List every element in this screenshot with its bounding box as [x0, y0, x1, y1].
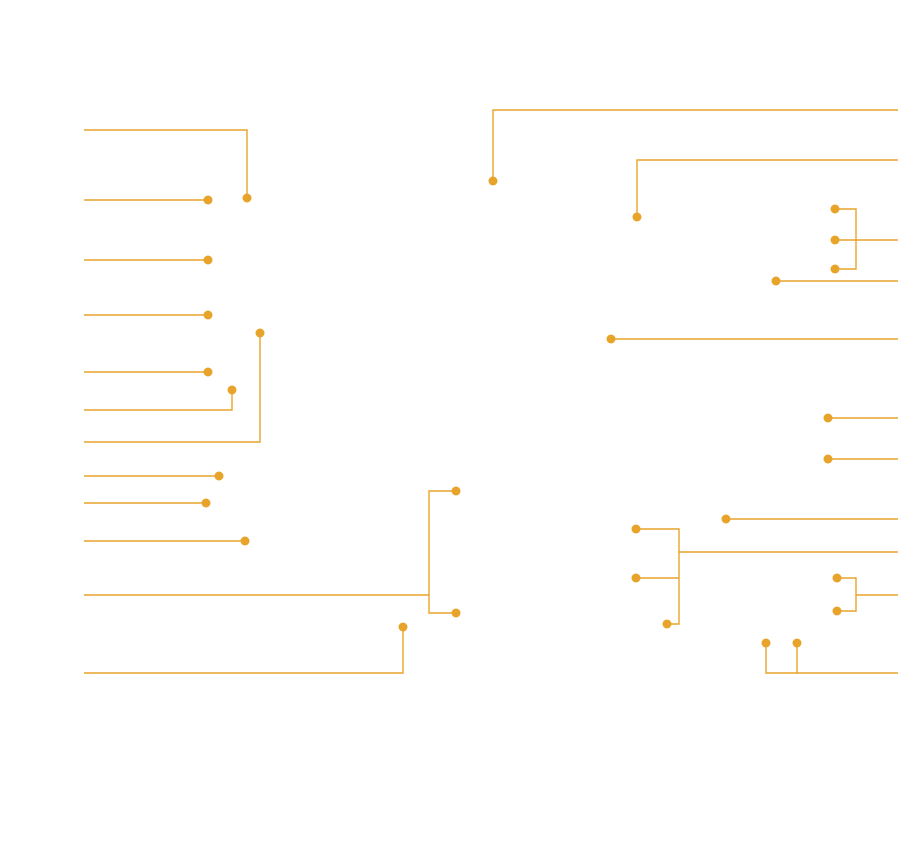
- leader-right-10-bracket-anchor-dot-1: [832, 573, 842, 583]
- leader-lines-group: [84, 109, 898, 674]
- leader-right-02-anchor-dot-1: [632, 212, 642, 222]
- leader-left-07: [84, 333, 261, 443]
- leader-right-11-anchor-dot-1: [761, 638, 771, 648]
- leader-left-12-anchor-dot-1: [398, 622, 408, 632]
- anchor-points-group: [201, 176, 842, 648]
- leader-left-12: [84, 627, 404, 674]
- leader-right-03-mid-anchor-dot-1: [830, 235, 840, 245]
- leader-left-01-anchor-dot-1: [242, 193, 252, 203]
- leader-left-10-anchor-dot-1: [240, 536, 250, 546]
- leader-left-11-bracket-anchor-dot-1: [451, 486, 461, 496]
- leader-right-05-anchor-dot-1: [606, 334, 616, 344]
- leader-left-01: [84, 129, 248, 198]
- leader-right-03-bracket: [835, 208, 857, 270]
- leader-left-09-anchor-dot-1: [201, 498, 211, 508]
- leader-right-09-bracket-anchor-dot-2: [662, 619, 672, 629]
- leader-right-02: [636, 159, 898, 217]
- leader-right-01-anchor-dot-1: [488, 176, 498, 186]
- leader-left-02-anchor-dot-1: [203, 195, 213, 205]
- leader-right-10-bracket: [837, 577, 857, 612]
- leader-left-06-anchor-dot-1: [227, 385, 237, 395]
- leader-right-09-mid-anchor-dot-1: [631, 573, 641, 583]
- leader-right-11-branch-anchor-dot-1: [792, 638, 802, 648]
- leader-left-11-bracket-anchor-dot-2: [451, 608, 461, 618]
- leader-left-03-anchor-dot-1: [203, 255, 213, 265]
- leader-right-10-bracket-anchor-dot-2: [832, 606, 842, 616]
- leader-left-11-bracket: [428, 490, 456, 614]
- leader-right-01: [492, 109, 898, 181]
- leader-right-03-bracket-anchor-dot-1: [830, 204, 840, 214]
- leader-left-08-anchor-dot-1: [214, 471, 224, 481]
- leader-left-04-anchor-dot-1: [203, 310, 213, 320]
- leader-right-07-anchor-dot-1: [823, 454, 833, 464]
- leader-right-03-bracket-anchor-dot-2: [830, 264, 840, 274]
- leader-left-07-anchor-dot-1: [255, 328, 265, 338]
- leader-right-08-anchor-dot-1: [721, 514, 731, 524]
- leader-right-09-bracket-anchor-dot-1: [631, 524, 641, 534]
- leader-right-04-anchor-dot-1: [771, 276, 781, 286]
- leader-left-05-anchor-dot-1: [203, 367, 213, 377]
- leader-left-06: [84, 390, 233, 411]
- leader-right-06-anchor-dot-1: [823, 413, 833, 423]
- leader-right-09-bracket: [636, 528, 680, 625]
- leader-right-11: [765, 643, 898, 674]
